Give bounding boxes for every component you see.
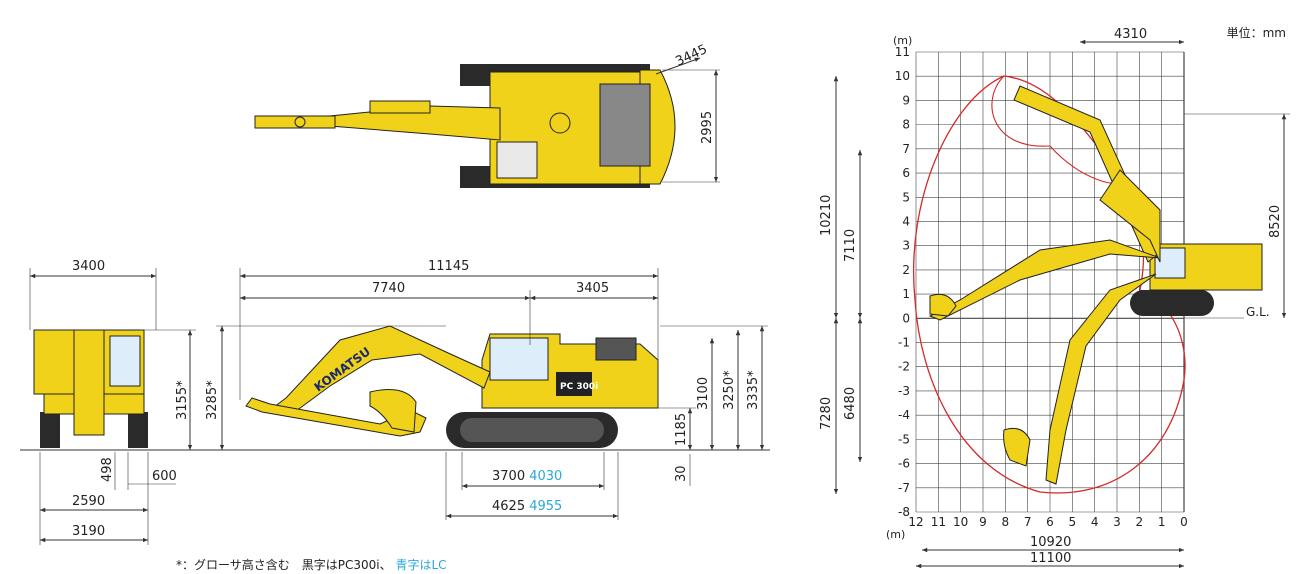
y-tick-label: 2 xyxy=(902,263,910,277)
dim-1185: 1185 xyxy=(674,413,689,446)
x-tick-label: 7 xyxy=(1024,515,1032,529)
y-tick-label: 4 xyxy=(902,214,910,228)
y-tick-label: -1 xyxy=(898,336,910,350)
dim-2590: 2590 xyxy=(72,494,105,509)
dim-3400: 3400 xyxy=(72,259,105,274)
footnote-lc: 青字はLC xyxy=(395,558,447,572)
x-tick-label: 11 xyxy=(931,515,946,529)
unit-m-top: (m) xyxy=(893,34,912,47)
front-view: 3400 3155* 498 600 2590 3190 xyxy=(20,259,200,545)
model-label: PC 300i xyxy=(560,382,598,392)
dim-3100: 3100 xyxy=(696,377,711,410)
x-tick-label: 0 xyxy=(1180,515,1188,529)
x-tick-label: 4 xyxy=(1091,515,1099,529)
y-tick-label: 9 xyxy=(902,93,910,107)
dim-3335: 3335* xyxy=(746,370,761,410)
dim-10920: 10920 xyxy=(1030,535,1071,550)
dim-3155: 3155* xyxy=(175,380,190,420)
y-tick-label: 3 xyxy=(902,239,910,253)
dim-6480: 6480 xyxy=(843,387,858,420)
footnote-main: *：グローサ高さ含む 黒字はPC300i、 xyxy=(176,558,396,572)
dim-4310: 4310 xyxy=(1114,27,1147,42)
dim-498: 498 xyxy=(100,457,115,482)
y-tick-label: 11 xyxy=(895,45,910,59)
dim-30: 30 xyxy=(674,465,689,482)
side-view: PC 300i KOMATSU 11145 7740 3405 3285* 11… xyxy=(200,259,770,520)
dim-3250: 3250* xyxy=(722,370,737,410)
y-tick-label: -5 xyxy=(898,432,910,446)
dim-11100: 11100 xyxy=(1030,551,1071,566)
dim-4625: 4625 xyxy=(492,499,525,514)
y-tick-label: -3 xyxy=(898,384,910,398)
y-tick-label: -6 xyxy=(898,457,910,471)
dim-3700: 3700 xyxy=(492,469,525,484)
y-tick-label: 10 xyxy=(895,69,910,83)
x-tick-label: 10 xyxy=(953,515,968,529)
dim-3190: 3190 xyxy=(72,524,105,539)
dim-600: 600 xyxy=(152,469,177,484)
reach-envelope xyxy=(913,75,1186,494)
x-tick-label: 2 xyxy=(1136,515,1144,529)
dim-4955: 4955 xyxy=(529,499,562,514)
dim-7740: 7740 xyxy=(372,281,405,296)
y-tick-label: 1 xyxy=(902,287,910,301)
y-tick-label: -8 xyxy=(898,505,910,519)
x-tick-label: 5 xyxy=(1069,515,1077,529)
x-tick-label: 6 xyxy=(1046,515,1054,529)
dim-7280: 7280 xyxy=(819,397,834,430)
y-tick-label: 7 xyxy=(902,142,910,156)
dim-10210: 10210 xyxy=(819,195,834,236)
dim-track-length: 4625 4955 xyxy=(492,499,562,514)
dim-8520: 8520 xyxy=(1268,205,1283,238)
y-tick-label: 8 xyxy=(902,118,910,132)
dim-3405: 3405 xyxy=(576,281,609,296)
unit-m-bottom: (m) xyxy=(886,528,905,541)
ground-level-label: G.L. xyxy=(1246,305,1270,319)
dim-11145: 11145 xyxy=(428,259,469,274)
y-tick-label: -7 xyxy=(898,481,910,495)
y-tick-label: 0 xyxy=(902,311,910,325)
x-tick-label: 9 xyxy=(979,515,987,529)
x-tick-label: 1 xyxy=(1158,515,1166,529)
y-tick-label: 5 xyxy=(902,190,910,204)
dim-7110: 7110 xyxy=(843,229,858,262)
dim-2995: 2995 xyxy=(700,111,715,144)
x-tick-label: 3 xyxy=(1113,515,1121,529)
dim-4030: 4030 xyxy=(529,469,562,484)
x-tick-label: 8 xyxy=(1002,515,1010,529)
y-tick-label: -2 xyxy=(898,360,910,374)
x-tick-label: 12 xyxy=(908,515,923,529)
y-tick-label: 6 xyxy=(902,166,910,180)
y-tick-label: -4 xyxy=(898,408,910,422)
top-view: 2995 3445 xyxy=(254,42,720,188)
footnote: *：グローサ高さ含む 黒字はPC300i、 青字はLC xyxy=(176,556,447,573)
unit-label: 単位：mm xyxy=(1226,26,1286,40)
dim-3285: 3285* xyxy=(205,380,220,420)
dim-tumbler: 3700 4030 xyxy=(492,469,562,484)
dim-3445: 3445 xyxy=(673,42,709,70)
